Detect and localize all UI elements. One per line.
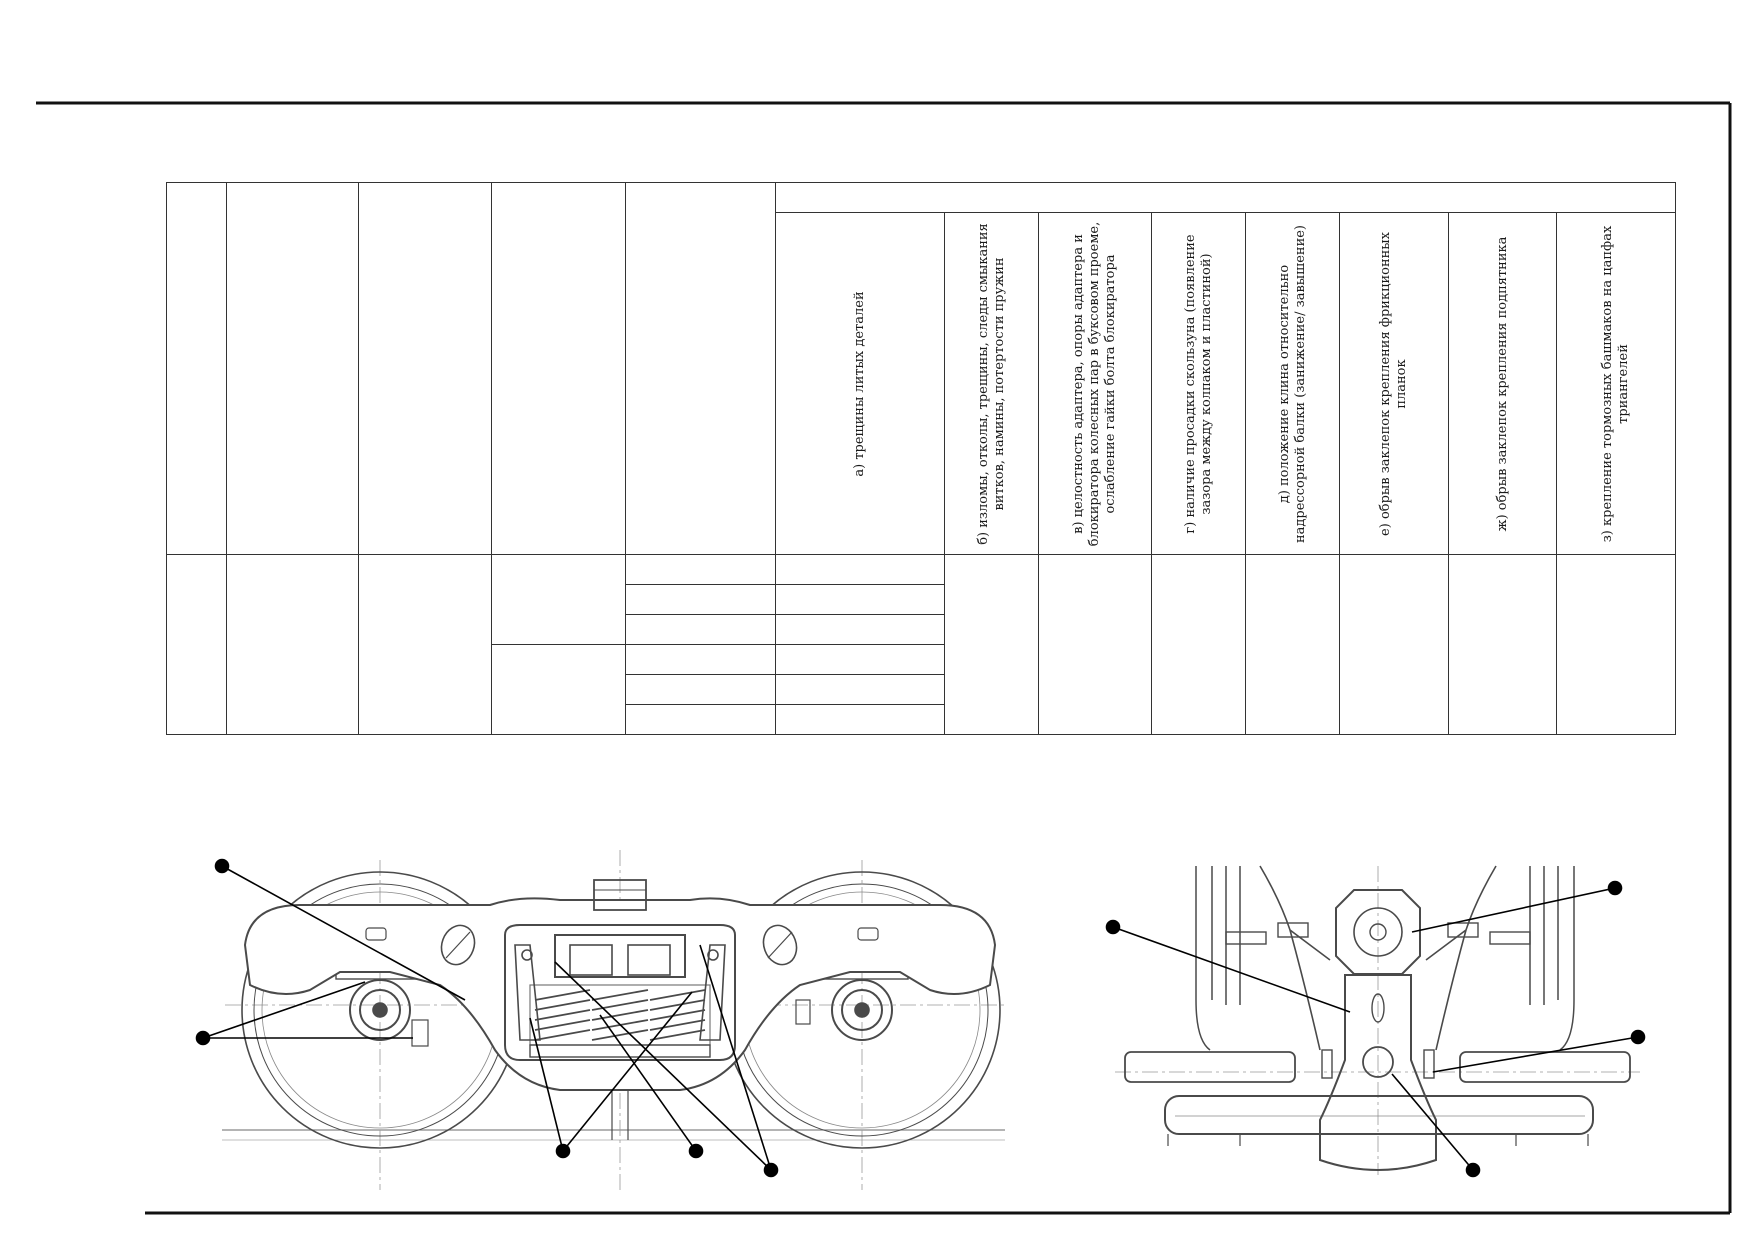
table-cell bbox=[1448, 554, 1557, 735]
frame-oval bbox=[440, 924, 476, 966]
table-cell bbox=[1339, 554, 1449, 735]
brake-beam bbox=[1259, 865, 1331, 1051]
brake-beam bbox=[1425, 865, 1497, 1051]
table-cell bbox=[358, 554, 492, 735]
callout-dot bbox=[1630, 1029, 1646, 1045]
table-cell bbox=[625, 704, 776, 735]
table-cell bbox=[625, 674, 776, 705]
center-bowl bbox=[1362, 1046, 1394, 1078]
header-cell-2 bbox=[226, 182, 359, 555]
top-view-callouts bbox=[1105, 880, 1646, 1178]
bolster-column bbox=[1319, 974, 1437, 1171]
bogie-top-view bbox=[1115, 865, 1640, 1175]
table-cell bbox=[1151, 554, 1246, 735]
table-cell bbox=[1556, 554, 1676, 735]
callout-dot bbox=[555, 1143, 571, 1159]
friction-wedge-left bbox=[514, 944, 541, 1041]
criterion-header-zh: ж) обрыв заклепок крепления подпятника bbox=[1448, 212, 1557, 555]
table-cell bbox=[775, 554, 945, 585]
callout-dot bbox=[763, 1162, 779, 1178]
criterion-header-e: е) обрыв заклепок крепления фрикционных … bbox=[1339, 212, 1449, 555]
criterion-header-v: в) целостность адаптера, опоры адаптера … bbox=[1038, 212, 1152, 555]
right-wheel-tread bbox=[1459, 1051, 1631, 1083]
wheelset-axles bbox=[1195, 866, 1575, 1051]
table-cell bbox=[625, 584, 776, 615]
friction-wedge-right bbox=[699, 944, 726, 1041]
table-cell bbox=[226, 554, 359, 735]
table-cell bbox=[491, 554, 626, 645]
header-cell-5 bbox=[625, 182, 776, 555]
criterion-header-b: б) изломы, отколы, трещины, следы смыкан… bbox=[944, 212, 1039, 555]
criterion-header-a: а) трещины литых деталей bbox=[775, 212, 945, 555]
table-cell bbox=[1038, 554, 1152, 735]
table-cell bbox=[775, 584, 945, 615]
side-view-callouts bbox=[195, 858, 779, 1178]
bogie-side-view bbox=[222, 850, 1005, 1190]
spring-window bbox=[504, 924, 736, 1061]
callout-dot bbox=[1607, 880, 1623, 896]
center-plate bbox=[1335, 889, 1421, 975]
side-frame-bar bbox=[1164, 1095, 1594, 1135]
bolster bbox=[554, 934, 686, 978]
brake-heads bbox=[1225, 922, 1531, 945]
header-cell-1 bbox=[166, 182, 227, 555]
criterion-header-z: з) крепление тормозных башмаков на цапфа… bbox=[1556, 212, 1676, 555]
table-cell bbox=[775, 644, 945, 675]
left-wheel-tread bbox=[1124, 1051, 1296, 1083]
callout-dot bbox=[214, 858, 230, 874]
callout-dot bbox=[195, 1030, 211, 1046]
inspection-table: а) трещины литых деталей б) изломы, отко… bbox=[166, 182, 1676, 735]
criterion-header-g: г) наличие просадки скользуна (появление… bbox=[1151, 212, 1246, 555]
callout-dot bbox=[688, 1143, 704, 1159]
center-post bbox=[593, 879, 647, 911]
criteria-group-header bbox=[775, 182, 1676, 213]
frame-oval bbox=[762, 924, 798, 966]
table-cell bbox=[944, 554, 1039, 735]
spring-set bbox=[529, 984, 711, 1058]
callout-dot bbox=[1105, 919, 1121, 935]
table-cell bbox=[775, 704, 945, 735]
callout-dot bbox=[1465, 1162, 1481, 1178]
slot-oval bbox=[1371, 993, 1385, 1023]
table-cell bbox=[775, 674, 945, 705]
